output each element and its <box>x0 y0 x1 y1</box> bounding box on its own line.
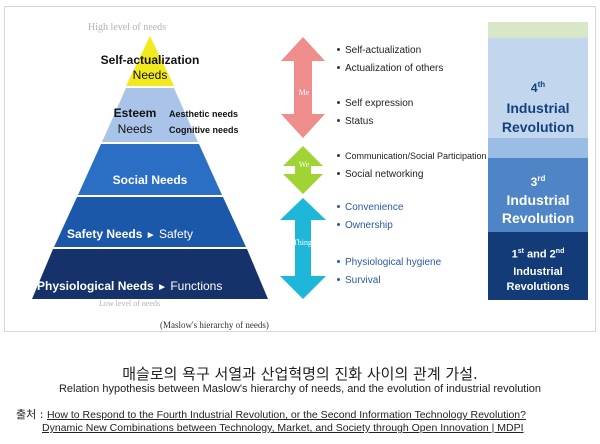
third-num: 3 <box>530 175 538 189</box>
we-arrow-label: We <box>298 160 310 169</box>
we-double-arrow-icon <box>283 146 323 194</box>
fourth-num: 4 <box>530 81 538 95</box>
low-level-label: Low level of needs <box>99 299 161 308</box>
social-needs-label: Social Needs <box>112 173 188 187</box>
fourth-revolution-number: 4th <box>488 80 588 95</box>
source-link-line2[interactable]: Dynamic New Combinations between Technol… <box>42 422 524 434</box>
revolution-transition-band <box>488 138 588 158</box>
bullet-dot-icon <box>337 47 340 51</box>
esteem-side-aesthetic: Aesthetic needs <box>169 109 239 119</box>
bullet-text: Self expression <box>345 98 414 109</box>
high-level-label: High level of needs <box>88 22 167 33</box>
bullet-dot-icon <box>337 171 340 175</box>
bullet-item: Status <box>337 116 373 127</box>
bullet-item: Self-actualization <box>337 45 421 56</box>
pyramid-level-social <box>78 144 222 195</box>
me-double-arrow-icon <box>281 37 325 138</box>
physiological-needs-row: Physiological Needs ► Functions <box>37 279 222 293</box>
bullet-text: Status <box>345 116 374 127</box>
pyramid-level-physiological <box>32 249 268 299</box>
first-second-revolution-block <box>488 232 588 300</box>
first-second-revolution-line1: Industrial <box>513 266 563 278</box>
arrow-right-icon: ► <box>157 282 167 293</box>
bullet-item: Self expression <box>337 98 413 109</box>
things-arrow-label: Things <box>292 238 316 247</box>
bullet-dot-icon <box>337 222 340 226</box>
bullet-item: Physiological hygiene <box>337 257 441 268</box>
physiological-needs-label: Physiological Needs <box>37 279 154 293</box>
first-second-revolution-line2: Revolutions <box>506 281 570 293</box>
self-actualization-line1: Self-actualization <box>100 53 200 67</box>
bullet-dot-icon <box>337 259 340 263</box>
physiological-suffix: Functions <box>170 279 223 293</box>
esteem-line2: Needs <box>117 122 153 136</box>
bullet-item: Actualization of others <box>337 63 443 74</box>
fourth-revolution-block <box>488 38 588 138</box>
third-sup: rd <box>537 174 546 183</box>
double-arrows <box>280 37 326 299</box>
diagram-figure: High level of needs Low level of needs (… <box>4 6 596 332</box>
arrow-right-icon: ► <box>145 230 156 241</box>
things-double-arrow-icon <box>280 198 326 299</box>
bullet-dot-icon <box>337 65 340 69</box>
bullet-text: Communication/Social Participation <box>345 151 487 161</box>
bullet-item: Ownership <box>337 220 393 231</box>
bullet-dot-icon <box>337 154 340 158</box>
first-second-revolution-number: 1st and 2nd <box>488 248 588 261</box>
bullet-text: Survival <box>345 275 381 286</box>
and-text: and <box>524 248 550 261</box>
self-actualization-line2: Needs <box>132 68 168 82</box>
fourth-revolution-line2: Revolution <box>501 119 575 135</box>
third-revolution-block <box>488 158 588 232</box>
bullet-dot-icon <box>337 100 340 104</box>
esteem-line1: Esteem <box>113 106 157 120</box>
fourth-revolution-line1: Industrial <box>506 100 570 116</box>
bullet-item: Social networking <box>337 169 423 180</box>
bullet-item: Communication/Social Participation <box>337 151 487 161</box>
safety-needs-label: Safety Needs <box>67 227 143 241</box>
second-num: 2 <box>549 248 556 261</box>
bullet-text: Actualization of others <box>345 63 444 74</box>
fourth-sup: th <box>537 80 546 89</box>
caption-korean: 매슬로의 욕구 서열과 산업혁명의 진화 사이의 관계 가설. <box>122 365 478 383</box>
pyramid-level-safety <box>54 197 246 247</box>
first-num: 1 <box>511 248 518 261</box>
bullet-dot-icon <box>337 118 340 122</box>
pyramid-level-self-actualization <box>126 36 174 86</box>
third-revolution-number: 3rd <box>488 174 588 189</box>
bullet-text: Social networking <box>345 169 424 180</box>
bullet-text: Self-actualization <box>345 45 422 56</box>
me-arrow-label: Me <box>298 88 310 97</box>
second-sup: nd <box>555 248 565 255</box>
bullet-text: Convenience <box>345 202 404 213</box>
third-revolution-line1: Industrial <box>506 192 570 208</box>
caption-english: Relation hypothesis between Maslow's hie… <box>58 383 542 395</box>
esteem-side-cognitive: Cognitive needs <box>169 125 239 135</box>
source-prefix: 출처 : <box>16 408 47 421</box>
pyramid-chart <box>32 36 268 299</box>
figure-caption: (Maslow's hierarchy of needs) <box>160 320 269 330</box>
bullet-item: Survival <box>337 275 381 286</box>
bullet-dot-icon <box>337 204 340 208</box>
safety-suffix: Safety <box>158 227 193 241</box>
third-revolution-line2: Revolution <box>501 210 575 226</box>
source-line1: 출처 : How to Respond to the Fourth Indust… <box>16 406 596 422</box>
first-sup: st <box>517 248 524 255</box>
bullet-text: Physiological hygiene <box>345 257 442 268</box>
pyramid-level-esteem <box>102 88 198 142</box>
safety-needs-row: Safety Needs ► Safety <box>67 227 193 241</box>
bullet-text: Ownership <box>345 220 393 231</box>
bullet-item: Convenience <box>337 202 403 213</box>
bullet-dot-icon <box>337 277 340 281</box>
figure-border <box>4 6 596 332</box>
source-link-line1[interactable]: How to Respond to the Fourth Industrial … <box>46 409 526 421</box>
revolution-column-top-band <box>488 22 588 38</box>
